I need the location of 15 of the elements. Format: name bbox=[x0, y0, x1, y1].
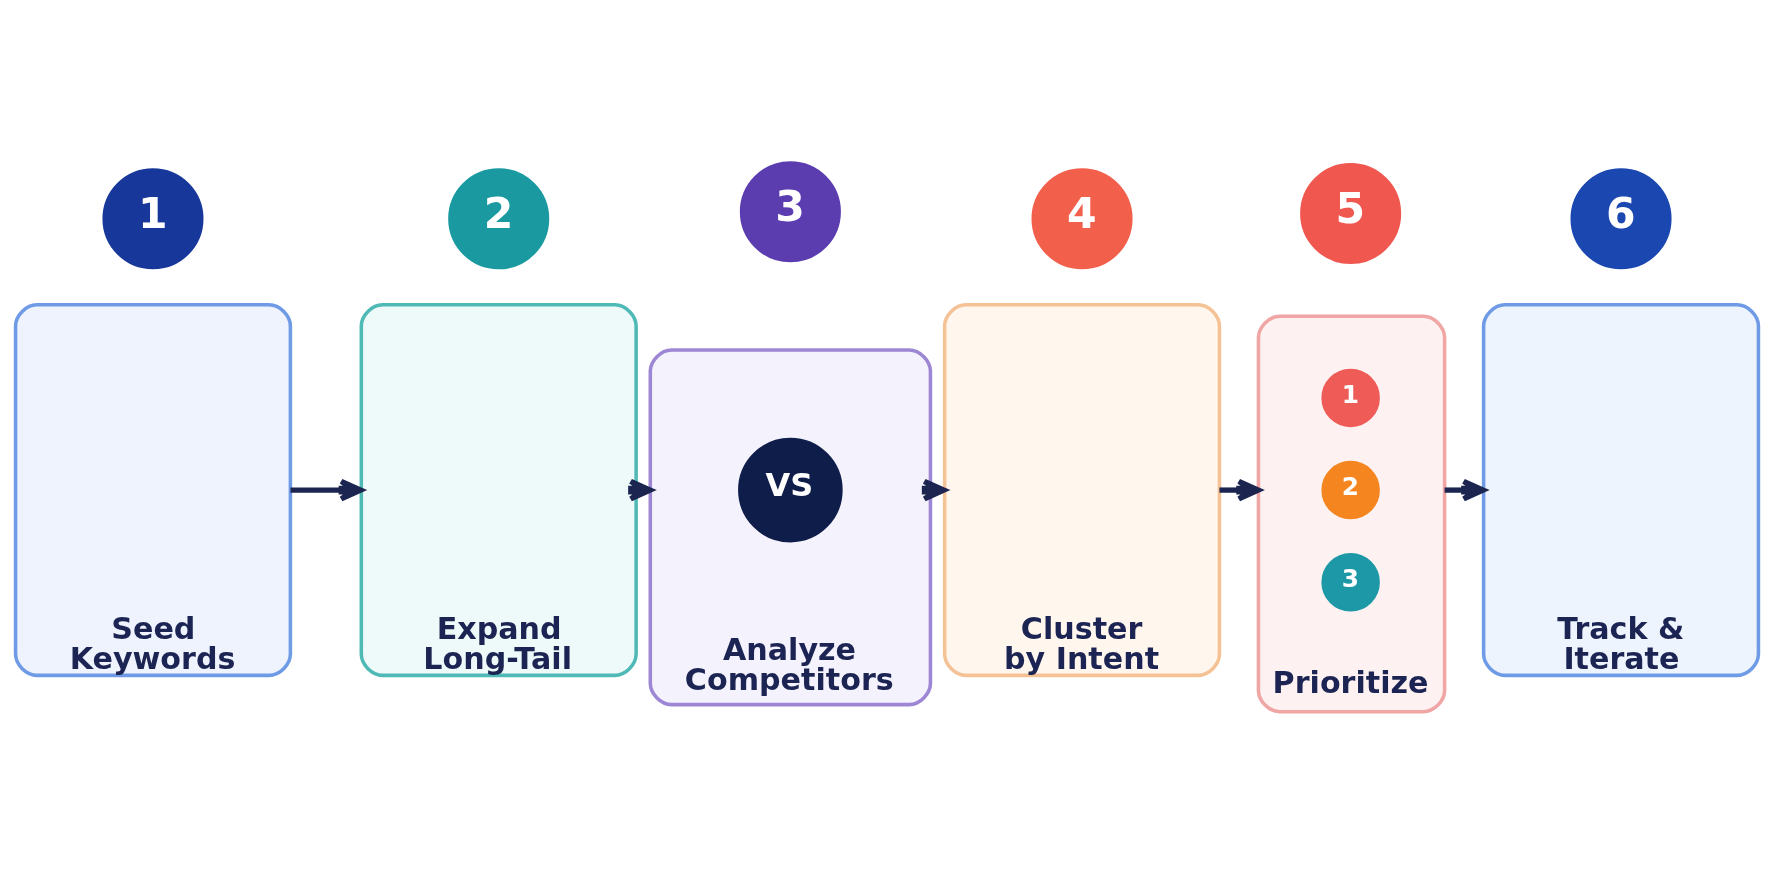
arrow bbox=[290, 478, 364, 502]
node-circle: 5 bbox=[1300, 162, 1402, 264]
node-circle: VS bbox=[738, 437, 843, 542]
node-box: Seed Keywords bbox=[13, 302, 293, 677]
arrow bbox=[1219, 478, 1262, 502]
node-circle: 3 bbox=[1321, 552, 1380, 612]
node-circle: 3 bbox=[739, 160, 841, 262]
node-box: Track & Iterate bbox=[1481, 302, 1761, 677]
node-circle: 1 bbox=[1321, 368, 1380, 427]
node-circle: 2 bbox=[1321, 460, 1380, 519]
node-circle: 4 bbox=[1031, 167, 1133, 269]
node-circle: 6 bbox=[1570, 167, 1672, 269]
node-circle: 2 bbox=[448, 167, 550, 269]
node-circle: 1 bbox=[102, 167, 204, 269]
node-box: Cluster by Intent bbox=[942, 302, 1222, 677]
